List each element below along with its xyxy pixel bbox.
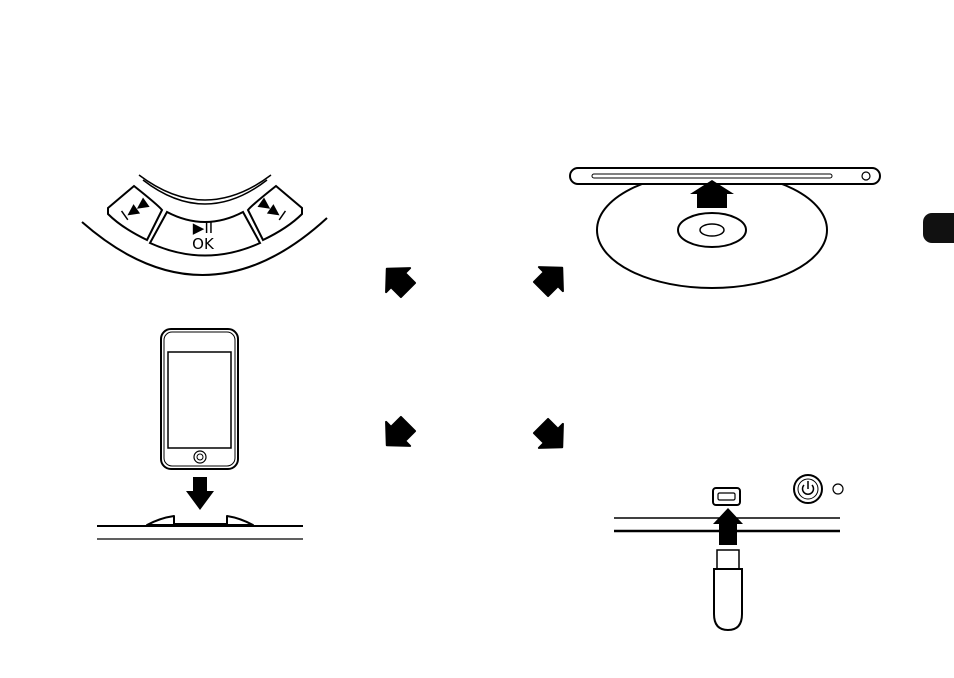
arrow-down-left (375, 412, 420, 457)
direction-arrows (375, 256, 574, 459)
usb-stick (714, 569, 742, 630)
disc-slot (570, 168, 880, 184)
disc-loader (570, 168, 880, 288)
dock-insert-arrow (186, 477, 214, 510)
arrow-up-left (375, 257, 420, 302)
power-symbol (802, 481, 813, 494)
dock-connector-icon (147, 516, 253, 525)
ok-label: OK (192, 235, 215, 253)
usb-panel (614, 475, 843, 630)
usb-insert-arrow (713, 508, 743, 545)
section-tab (923, 213, 954, 243)
arrow-up-right (529, 256, 574, 301)
usb-plug (717, 550, 739, 569)
power-led (833, 484, 843, 494)
player-dock (97, 329, 303, 539)
usb-port-slot (718, 493, 735, 500)
arrow-down-right (529, 414, 574, 459)
usb-port-icon (713, 488, 740, 505)
wheel-inner-arc (139, 175, 271, 200)
disc-hole (700, 224, 724, 236)
disc-hub (678, 213, 746, 247)
prev-symbol: I◀◀ (118, 194, 151, 225)
